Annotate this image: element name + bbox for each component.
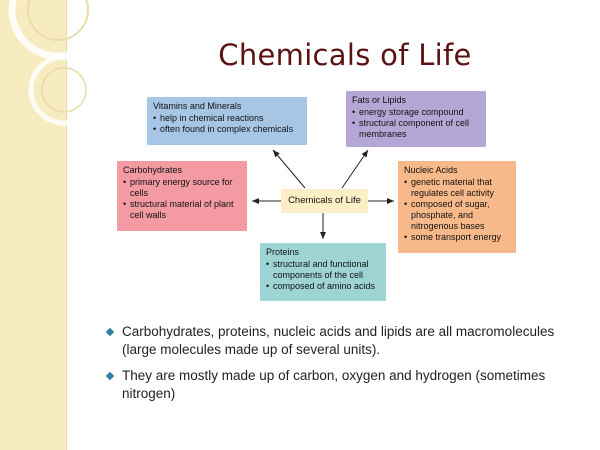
vitamins-minerals-box: Vitamins and Minerals help in chemical r… <box>147 97 307 145</box>
fats-heading: Fats or Lipids <box>352 95 407 105</box>
carbohydrates-box: Carbohydrates primary energy source for … <box>117 161 247 231</box>
bullet-icon <box>105 327 115 337</box>
nucleic-item: genetic material that regulates cell act… <box>404 177 510 199</box>
nucleic-acids-box: Nucleic Acids genetic material that regu… <box>398 161 516 253</box>
center-node: Chemicals of Life <box>281 189 368 213</box>
carbs-heading: Carbohydrates <box>123 165 183 175</box>
carbs-item: primary energy source for cells <box>123 177 241 199</box>
proteins-item: composed of amino acids <box>266 281 380 292</box>
bullet-item: Carbohydrates, proteins, nucleic acids a… <box>105 323 586 359</box>
nucleic-item: some transport energy <box>404 232 510 243</box>
proteins-heading: Proteins <box>266 247 300 257</box>
vitamins-item: often found in complex chemicals <box>153 124 301 135</box>
nucleic-heading: Nucleic Acids <box>404 165 458 175</box>
bullet-text: They are mostly made up of carbon, oxyge… <box>122 368 546 401</box>
nucleic-item: composed of sugar, phosphate, and nitrog… <box>404 199 510 232</box>
vitamins-heading: Vitamins and Minerals <box>153 101 242 111</box>
bullet-text: Carbohydrates, proteins, nucleic acids a… <box>122 324 555 357</box>
fats-item: structural component of cell membranes <box>352 118 480 140</box>
vitamins-item: help in chemical reactions <box>153 113 301 124</box>
bullet-icon <box>105 371 115 381</box>
carbs-item: structural material of plant cell walls <box>123 199 241 221</box>
fats-item: energy storage compound <box>352 107 480 118</box>
proteins-box: Proteins structural and functional compo… <box>260 243 386 301</box>
fats-lipids-box: Fats or Lipids energy storage compound s… <box>346 91 486 147</box>
bullet-list: Carbohydrates, proteins, nucleic acids a… <box>105 323 586 411</box>
slide-title: Chemicals of Life <box>218 38 472 72</box>
proteins-item: structural and functional components of … <box>266 259 380 281</box>
decorative-circles <box>8 0 108 126</box>
bullet-item: They are mostly made up of carbon, oxyge… <box>105 367 586 403</box>
